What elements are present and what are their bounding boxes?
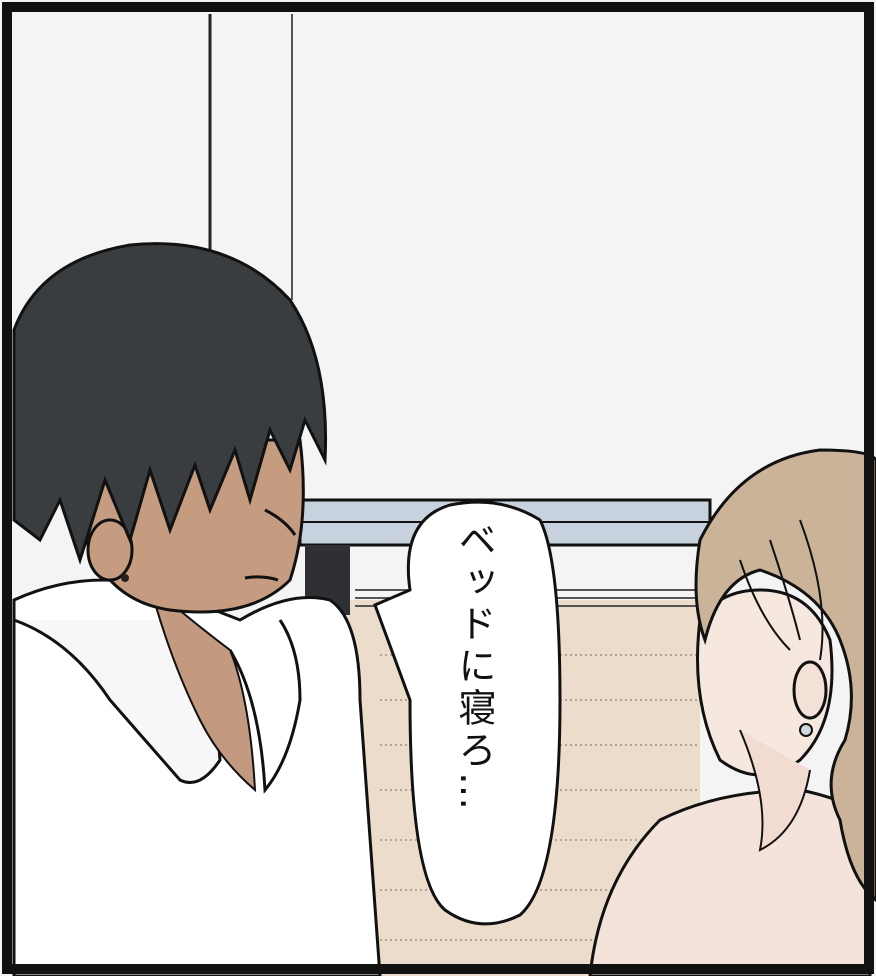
woman-ear: [792, 660, 828, 720]
man-hair: [12, 242, 328, 565]
man-ear: [86, 518, 134, 582]
man-mouth: [244, 575, 279, 582]
man-earring: [121, 574, 129, 582]
woman-neck: [739, 729, 811, 852]
man-collar-right: [228, 619, 302, 794]
speech-bubble: [373, 500, 562, 926]
woman-earring: [799, 723, 813, 737]
speech-bubble-text: ベッドに寝ろ…: [452, 520, 496, 814]
man-eye: [264, 508, 297, 536]
woman-hair-strands: [739, 519, 824, 661]
man-neck: [148, 582, 257, 793]
